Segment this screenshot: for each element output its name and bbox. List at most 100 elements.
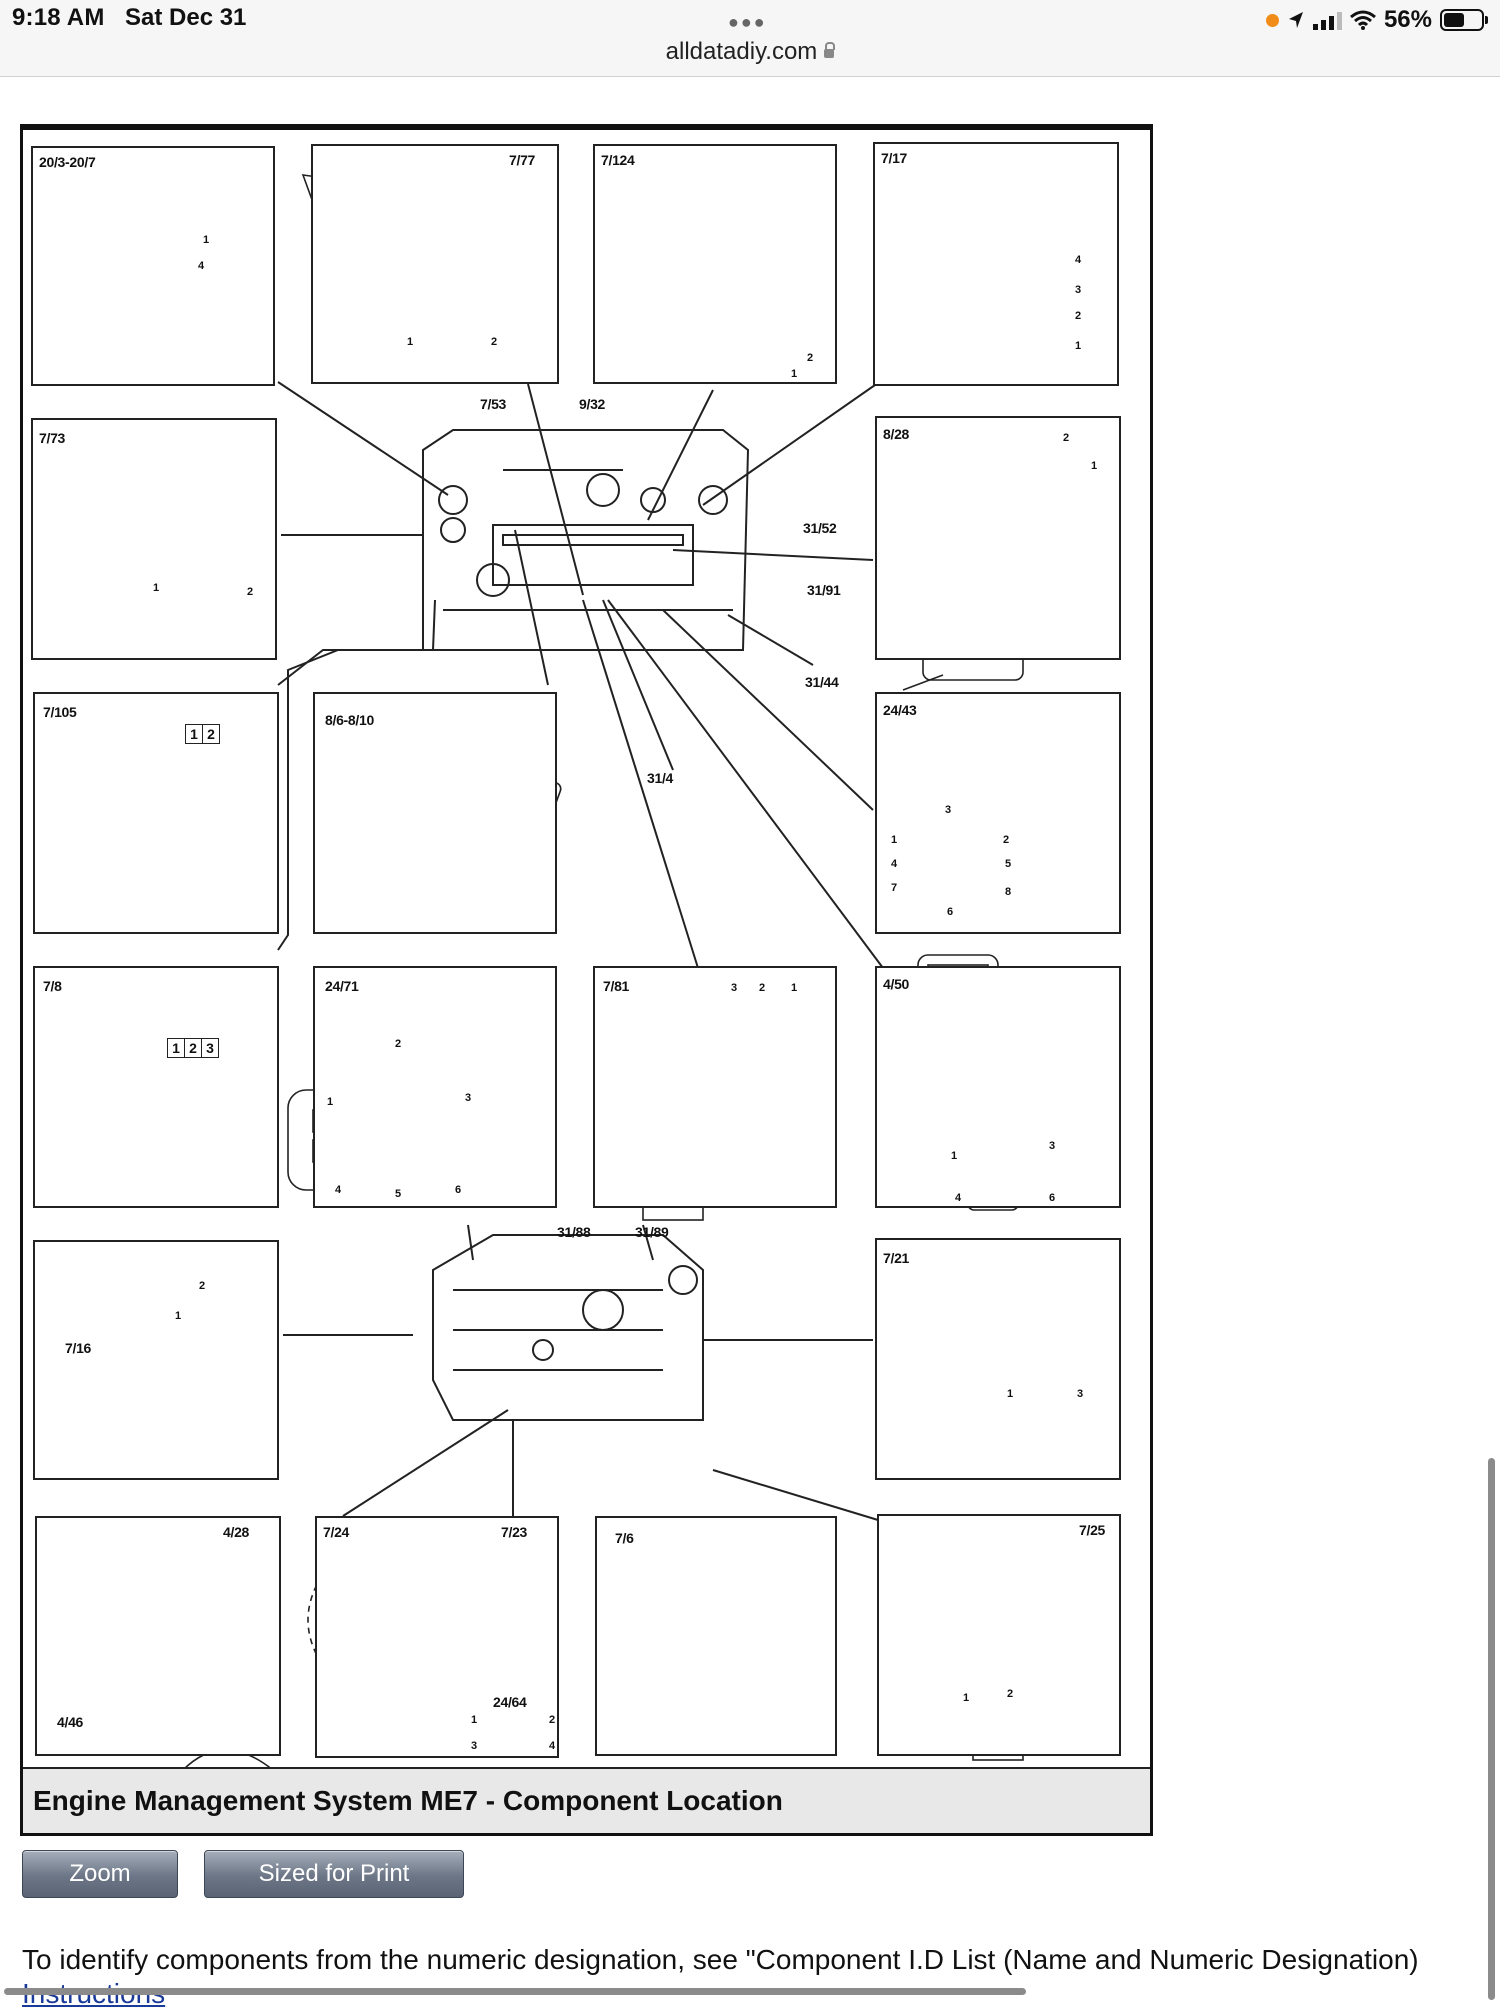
pin-label: 3 — [1075, 284, 1081, 296]
pin-label: 2 — [1007, 1688, 1013, 1700]
panel-sub-id: 7/23 — [501, 1524, 528, 1540]
panel-id: 7/77 — [509, 152, 536, 168]
pin-label: 2 — [1063, 432, 1069, 444]
pin-label: 6 — [947, 906, 953, 918]
panel-id: 4/50 — [883, 976, 910, 992]
panel-24-71: 24/71 2 1 3 4 5 6 — [313, 966, 557, 1208]
pin-label: 1 — [791, 368, 797, 380]
panel-id: 7/6 — [615, 1530, 634, 1546]
battery-fill — [1444, 13, 1465, 27]
panel-id: 7/17 — [881, 150, 908, 166]
callout-7-53: 7/53 — [480, 396, 507, 412]
panel-7-77: 7/77 1 2 — [311, 144, 559, 384]
callout-9-32: 9/32 — [579, 396, 606, 412]
panel-id: 8/6-8/10 — [325, 712, 374, 728]
component-location-diagram: 20/3-20/7 1 4 7/77 1 2 7/124 1 2 7/17 4 … — [20, 124, 1153, 1836]
leader-lines — [277, 381, 884, 1521]
pin-label: 2 — [759, 982, 765, 994]
callout-31-4: 31/4 — [647, 770, 674, 786]
pin-label: 2 — [247, 586, 253, 598]
pin-number: 1 — [186, 725, 203, 743]
sized-for-print-button[interactable]: Sized for Print — [204, 1850, 464, 1898]
pin-label: 1 — [963, 1692, 969, 1704]
pin-label: 4 — [1075, 254, 1081, 266]
pin-label: 4 — [335, 1184, 341, 1196]
panel-7-21: 7/21 1 3 — [875, 1238, 1121, 1480]
pin-label: 4 — [198, 260, 204, 272]
panel-7-124: 7/124 1 2 — [593, 144, 837, 384]
pin-label: 2 — [199, 1280, 205, 1292]
vertical-scrollbar[interactable] — [1488, 1458, 1495, 2000]
pin-label: 8 — [1005, 886, 1011, 898]
status-icons: 56% — [1265, 4, 1488, 36]
panel-id: 7/8 — [43, 978, 62, 994]
pin-label: 3 — [1077, 1388, 1083, 1400]
pin-label: 1 — [791, 982, 797, 994]
panel-7-17: 7/17 4 3 2 1 — [873, 142, 1119, 386]
pin-label: 1 — [471, 1714, 477, 1726]
callout-31-89: 31/89 — [635, 1224, 669, 1240]
panel-id: 7/24 — [323, 1524, 350, 1540]
pin-label: 3 — [945, 804, 951, 816]
pin-label: 2 — [549, 1714, 555, 1726]
panel-8-28: 8/28 2 1 — [875, 416, 1121, 660]
location-arrow-icon — [1288, 12, 1303, 28]
address-bar[interactable]: alldatadiy.com — [0, 38, 1500, 66]
engine-illustration — [432, 1224, 704, 1421]
panel-id: 7/105 — [43, 704, 77, 720]
pin-label: 2 — [491, 336, 497, 348]
caption-text: Engine Management System ME7 - Component… — [33, 1785, 783, 1816]
battery-icon — [1440, 9, 1488, 31]
panel-id: 8/28 — [883, 426, 910, 442]
pin-label: 2 — [807, 352, 813, 364]
panel-sub-id: 4/46 — [57, 1714, 84, 1730]
pin-label: 1 — [407, 336, 413, 348]
panel-sub-id: 24/64 — [493, 1694, 527, 1710]
pin-label: 5 — [1005, 858, 1011, 870]
panel-id: 7/16 — [65, 1340, 92, 1356]
panel-20-3-20-7: 20/3-20/7 1 4 — [31, 146, 275, 386]
engine-bay-illustration — [422, 429, 750, 651]
horizontal-scrollbar[interactable] — [4, 1988, 1026, 1995]
zoom-button[interactable]: Zoom — [22, 1850, 178, 1898]
panel-4-28: 4/28 4/46 — [35, 1516, 281, 1756]
panel-7-81: 7/81 3 2 1 — [593, 966, 837, 1208]
pin-label: 2 — [395, 1038, 401, 1050]
panel-id: 20/3-20/7 — [39, 154, 96, 170]
panel-id: 7/81 — [603, 978, 630, 994]
status-date: Sat Dec 31 — [125, 4, 247, 31]
panel-7-24: 7/24 7/23 24/64 1 2 3 4 — [315, 1516, 559, 1758]
callout-31-52: 31/52 — [803, 520, 837, 536]
panel-7-6: 7/6 — [595, 1516, 837, 1756]
pin-label: 1 — [1075, 340, 1081, 352]
pin-label: 1 — [1091, 460, 1097, 472]
pin-label: 2 — [1003, 834, 1009, 846]
panel-id: 24/71 — [325, 978, 359, 994]
url-text: alldatadiy.com — [665, 38, 818, 65]
pin-number: 2 — [185, 1039, 202, 1057]
cellular-signal-icon — [1312, 10, 1342, 30]
pin-label: 1 — [1007, 1388, 1013, 1400]
pin-label: 4 — [955, 1192, 961, 1204]
panel-id: 7/25 — [1079, 1522, 1106, 1538]
pin-label: 3 — [1049, 1140, 1055, 1152]
pin-label: 1 — [153, 582, 159, 594]
figure-caption: Engine Management System ME7 - Component… — [23, 1767, 1150, 1833]
pin-label: 5 — [395, 1188, 401, 1200]
battery-percent: 56% — [1383, 6, 1432, 33]
pin-label: 4 — [549, 1740, 555, 1752]
recording-dot-icon — [1265, 13, 1279, 27]
panel-7-16: 7/16 2 1 — [33, 1240, 279, 1480]
wifi-icon — [1349, 10, 1376, 30]
panel-7-25: 7/25 1 2 — [877, 1514, 1121, 1756]
panel-4-50: 4/50 1 3 4 6 — [875, 966, 1121, 1208]
pin-label: 1 — [951, 1150, 957, 1162]
callout-31-44: 31/44 — [805, 674, 839, 690]
status-time: 9:18 AM — [12, 4, 105, 31]
tab-dots-icon[interactable]: ●●● — [728, 12, 767, 32]
panel-id: 24/43 — [883, 702, 917, 718]
panel-7-73: 7/73 1 2 — [31, 418, 277, 660]
pin-label: 1 — [175, 1310, 181, 1322]
